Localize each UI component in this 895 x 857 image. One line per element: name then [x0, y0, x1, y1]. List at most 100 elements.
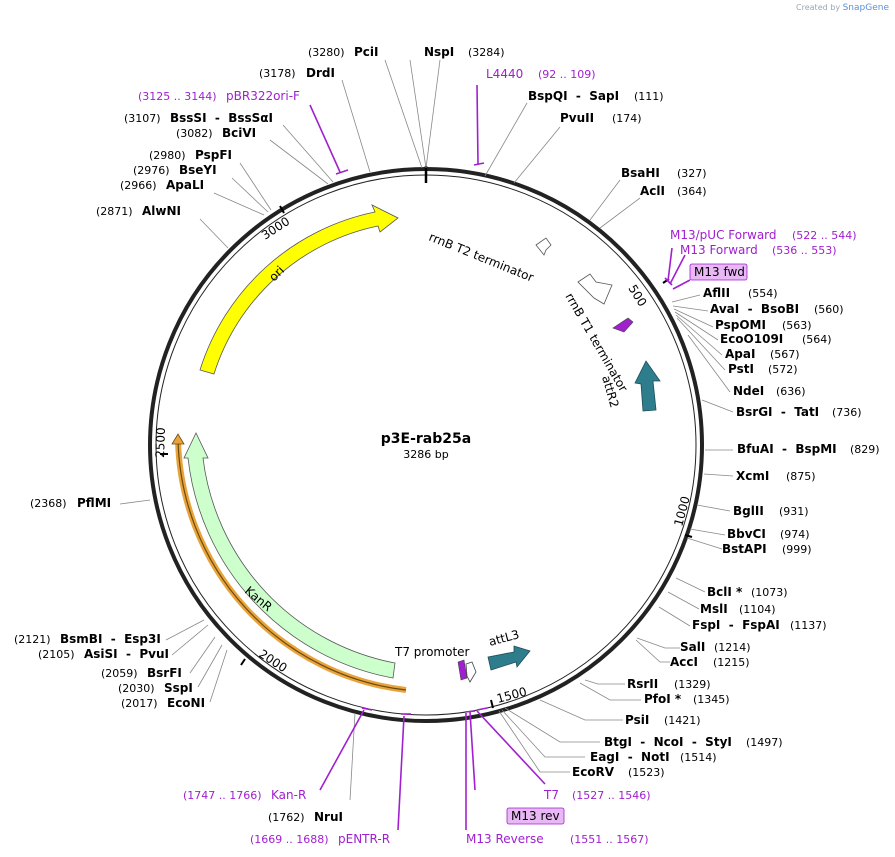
primer-m13-reverse[interactable]: M13 Reverse — [466, 832, 544, 846]
enzyme-bsssi-bsssai[interactable]: BssSI - BssSαI — [170, 111, 273, 125]
kanr-orange-arc-inner — [177, 439, 407, 691]
enzyme-xcmi-pos: (875) — [786, 470, 816, 483]
enzyme-apai[interactable]: ApaI — [725, 347, 755, 361]
enzyme-xcmi[interactable]: XcmI — [736, 469, 769, 483]
enzyme-eagi-noti-pos: (1514) — [680, 751, 717, 764]
enzyme-rsrii[interactable]: RsrII — [627, 677, 658, 691]
enzyme-asisi-pos: (2105) — [38, 648, 75, 661]
enzyme-pflmi-pos: (2368) — [30, 497, 67, 510]
enzyme-bspqi-sapi-pos: (111) — [634, 90, 664, 103]
enzyme-sspi[interactable]: SspI — [164, 681, 193, 695]
enzyme-pspfi-pos: (2980) — [149, 149, 186, 162]
primer-pentr-r[interactable]: pENTR-R — [338, 832, 390, 846]
enzyme-sali-pos: (1214) — [714, 641, 751, 654]
enzyme-bglii-pos: (931) — [779, 505, 809, 518]
primer-pentr-r-range: (1669 .. 1688) — [250, 833, 329, 846]
enzyme-bsssi-pos: (3107) — [124, 112, 161, 125]
enzyme-acli[interactable]: AclI — [640, 184, 665, 198]
enzyme-aflii[interactable]: AflII — [703, 286, 730, 300]
tick-label-500: 500 — [625, 282, 649, 309]
primer-m13-forward-range: (536 .. 553) — [772, 244, 837, 257]
plasmid-length: 3286 bp — [403, 448, 448, 461]
enzyme-avai-bsobi-pos: (560) — [814, 303, 844, 316]
enzyme-ecorv[interactable]: EcoRV — [572, 765, 615, 779]
enzyme-asisi-pvui[interactable]: AsiSI - PvuI — [84, 647, 169, 661]
enzyme-pspomi-pos: (563) — [782, 319, 812, 332]
enzyme-ecorv-pos: (1523) — [628, 766, 665, 779]
enzyme-bsahi-pos: (327) — [677, 167, 707, 180]
enzyme-psii[interactable]: PsiI — [625, 713, 649, 727]
enzyme-bstapi[interactable]: BstAPI — [722, 542, 767, 556]
enzyme-bcivi-pos: (3082) — [176, 127, 213, 140]
enzyme-pvuii[interactable]: PvuII — [560, 111, 594, 125]
enzyme-bbvci[interactable]: BbvCI — [727, 527, 766, 541]
t7-promoter-arrow — [457, 659, 468, 681]
enzyme-bsrfi-pos: (2059) — [101, 667, 138, 680]
enzyme-bcli[interactable]: BclI * — [707, 585, 743, 599]
enzyme-pspomi[interactable]: PspOMI — [715, 318, 766, 332]
attl3-label: attL3 — [487, 627, 521, 649]
rrnb-t1-feature — [577, 273, 613, 305]
tick-label-2500: 2500 — [153, 427, 168, 458]
attl3-feature — [487, 645, 531, 671]
primer-m13-forward[interactable]: M13 Forward — [680, 243, 758, 257]
enzyme-econi[interactable]: EcoNI — [167, 696, 205, 710]
enzyme-eagi-noti[interactable]: EagI - NotI — [590, 750, 670, 764]
enzyme-pcii[interactable]: PciI — [354, 45, 379, 59]
m13-rev-box[interactable] — [506, 807, 565, 825]
enzyme-nspi[interactable]: NspI — [424, 45, 454, 59]
enzyme-acci-pos: (1215) — [713, 656, 750, 669]
enzyme-msli[interactable]: MslI — [700, 602, 728, 616]
enzyme-bcivi[interactable]: BciVI — [222, 126, 256, 140]
enzyme-bfuai-bspmi[interactable]: BfuAI - BspMI — [737, 442, 837, 456]
enzyme-pcii-pos: (3280) — [308, 46, 345, 59]
enzyme-pfoi-pos: (1345) — [693, 693, 730, 706]
enzyme-fspi-fspai[interactable]: FspI - FspAI — [692, 618, 780, 632]
primer-t7-range: (1527 .. 1546) — [572, 789, 651, 802]
primer-m13-reverse-range: (1551 .. 1567) — [570, 833, 649, 846]
enzyme-ndei[interactable]: NdeI — [733, 384, 764, 398]
enzyme-nrui[interactable]: NruI — [314, 810, 343, 824]
enzyme-bsrgi-tati[interactable]: BsrGI - TatI — [736, 405, 819, 419]
primer-t7[interactable]: T7 — [543, 788, 559, 802]
enzyme-ecoo109i[interactable]: EcoO109I — [720, 332, 783, 346]
enzyme-bsrfi[interactable]: BsrFI — [147, 666, 182, 680]
enzyme-msli-pos: (1104) — [739, 603, 776, 616]
enzyme-alwni[interactable]: AlwNI — [142, 204, 181, 218]
primer-marks — [309, 84, 691, 831]
enzyme-acci[interactable]: AccI — [670, 655, 698, 669]
enzyme-pspfi[interactable]: PspFI — [195, 148, 232, 162]
enzyme-drdi-pos: (3178) — [259, 67, 296, 80]
enzyme-acli-pos: (364) — [677, 185, 707, 198]
enzyme-ndei-pos: (636) — [776, 385, 806, 398]
enzyme-psti[interactable]: PstI — [728, 362, 754, 376]
enzyme-leaders-right — [409, 59, 734, 773]
primer-pbr322ori-f[interactable]: pBR322ori-F — [226, 89, 300, 103]
enzyme-bspqi-sapi[interactable]: BspQI - SapI — [528, 89, 619, 103]
enzyme-apali[interactable]: ApaLI — [166, 178, 204, 192]
primer-m13-puc-forward[interactable]: M13/pUC Forward — [670, 228, 777, 242]
enzyme-pflmi[interactable]: PflMI — [77, 496, 111, 510]
enzyme-btgi-ncoi-styi[interactable]: BtgI - NcoI - StyI — [604, 735, 732, 749]
enzyme-alwni-pos: (2871) — [96, 205, 133, 218]
enzyme-bseyi[interactable]: BseYI — [179, 163, 217, 177]
primer-l4440[interactable]: L4440 — [486, 67, 523, 81]
enzyme-bsrgi-tati-pos: (736) — [832, 406, 862, 419]
m13-fwd-box[interactable] — [689, 263, 748, 281]
primer-m13-puc-forward-range: (522 .. 544) — [792, 229, 857, 242]
enzyme-bsahi[interactable]: BsaHI — [621, 166, 660, 180]
m13-fwd-box-label: M13 fwd — [694, 265, 745, 279]
enzyme-drdi[interactable]: DrdI — [306, 66, 335, 80]
enzyme-nspi-pos: (3284) — [468, 46, 505, 59]
enzyme-avai-bsobi[interactable]: AvaI - BsoBI — [710, 302, 799, 316]
enzyme-bglii[interactable]: BglII — [733, 504, 764, 518]
tick-label-3000: 3000 — [259, 214, 292, 242]
enzyme-bsmbi-esp3i[interactable]: BsmBI - Esp3I — [60, 632, 161, 646]
primer-kan-r[interactable]: Kan-R — [271, 788, 306, 802]
enzyme-sali[interactable]: SalI — [680, 640, 705, 654]
enzyme-pfoi[interactable]: PfoI * — [644, 692, 682, 706]
kanr-orange-arc — [175, 439, 407, 693]
tick-label-2000: 2000 — [256, 647, 289, 675]
enzyme-aflii-pos: (554) — [748, 287, 778, 300]
